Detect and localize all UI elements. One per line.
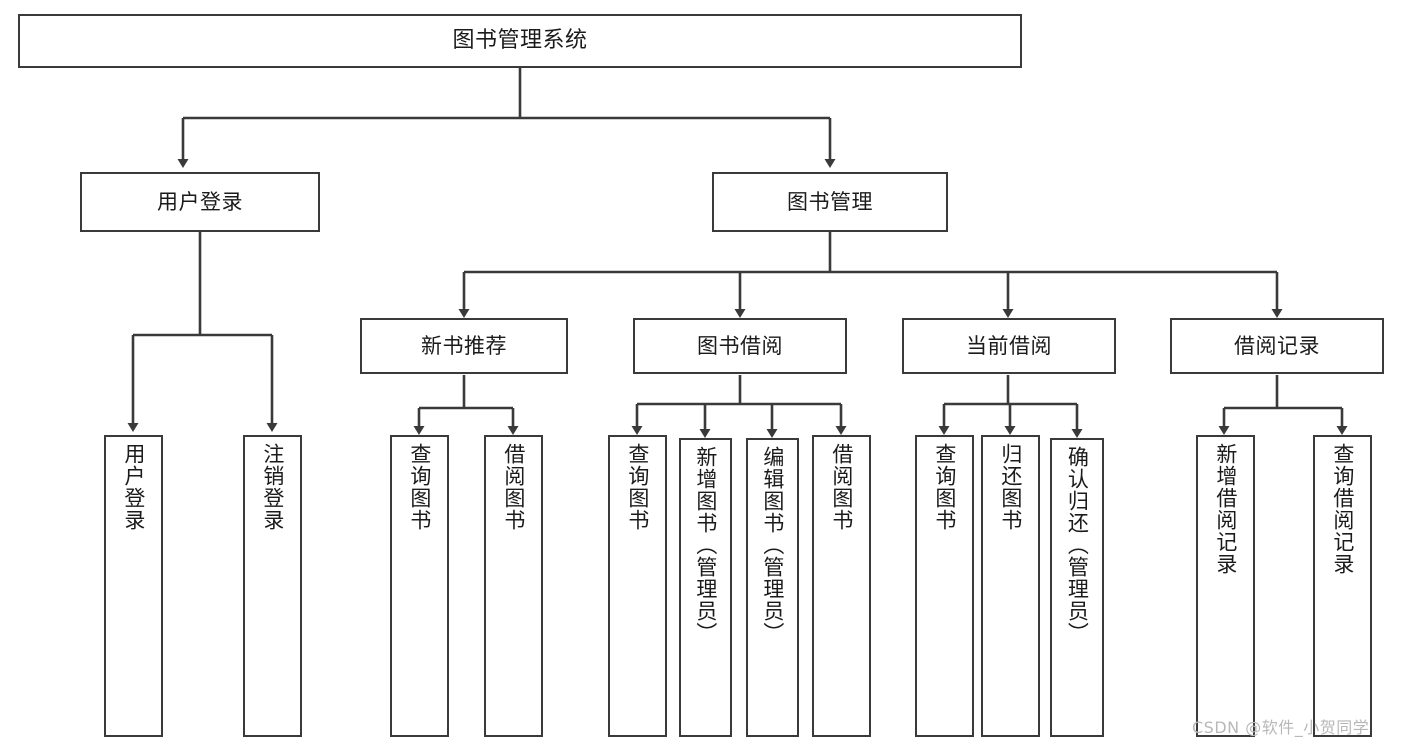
node-leaf-newbook-query-label: 查询图书	[407, 443, 432, 531]
node-leaf-current-query[interactable]: 查询图书	[915, 435, 974, 737]
node-leaf-current-return-label: 归还图书	[998, 443, 1023, 531]
node-leaf-borrow-query[interactable]: 查询图书	[608, 435, 667, 737]
node-leaf-borrow-add-label: 新增图书（管理员）	[693, 446, 718, 644]
node-root[interactable]: 图书管理系统	[18, 14, 1022, 68]
node-leaf-record-add[interactable]: 新增借阅记录	[1196, 435, 1255, 737]
node-leaf-borrow-edit[interactable]: 编辑图书（管理员）	[746, 438, 799, 737]
node-leaf-current-confirm-return[interactable]: 确认归还（管理员）	[1050, 438, 1104, 737]
node-book-management[interactable]: 图书管理	[712, 172, 948, 232]
node-borrow-record[interactable]: 借阅记录	[1170, 318, 1384, 374]
node-leaf-record-query-label: 查询借阅记录	[1330, 443, 1355, 575]
node-leaf-borrow-edit-label: 编辑图书（管理员）	[760, 446, 785, 644]
node-leaf-user-logout-label: 注销登录	[260, 443, 285, 531]
node-leaf-current-return[interactable]: 归还图书	[981, 435, 1040, 737]
node-borrow-record-label: 借阅记录	[1234, 333, 1320, 358]
node-user-login-label: 用户登录	[157, 189, 243, 214]
node-leaf-user-logout[interactable]: 注销登录	[243, 435, 302, 737]
node-leaf-current-query-label: 查询图书	[932, 443, 957, 531]
node-new-book-recommend-label: 新书推荐	[421, 333, 507, 358]
node-leaf-user-login-label: 用户登录	[121, 443, 146, 531]
node-current-borrow-label: 当前借阅	[966, 333, 1052, 358]
node-leaf-newbook-borrow-label: 借阅图书	[501, 443, 526, 531]
node-leaf-borrow-book[interactable]: 借阅图书	[812, 435, 871, 737]
node-leaf-borrow-add[interactable]: 新增图书（管理员）	[679, 438, 732, 737]
node-leaf-current-confirm-return-label: 确认归还（管理员）	[1065, 446, 1090, 644]
node-book-borrow[interactable]: 图书借阅	[633, 318, 847, 374]
node-book-borrow-label: 图书借阅	[697, 333, 783, 358]
node-leaf-newbook-borrow[interactable]: 借阅图书	[484, 435, 543, 737]
node-user-login[interactable]: 用户登录	[80, 172, 320, 232]
node-leaf-newbook-query[interactable]: 查询图书	[390, 435, 449, 737]
node-leaf-record-add-label: 新增借阅记录	[1213, 443, 1238, 575]
node-leaf-user-login[interactable]: 用户登录	[104, 435, 163, 737]
node-leaf-record-query[interactable]: 查询借阅记录	[1313, 435, 1372, 737]
node-current-borrow[interactable]: 当前借阅	[902, 318, 1116, 374]
node-root-label: 图书管理系统	[452, 28, 588, 54]
node-book-management-label: 图书管理	[787, 189, 873, 214]
node-leaf-borrow-query-label: 查询图书	[625, 443, 650, 531]
node-leaf-borrow-book-label: 借阅图书	[829, 443, 854, 531]
node-new-book-recommend[interactable]: 新书推荐	[360, 318, 568, 374]
